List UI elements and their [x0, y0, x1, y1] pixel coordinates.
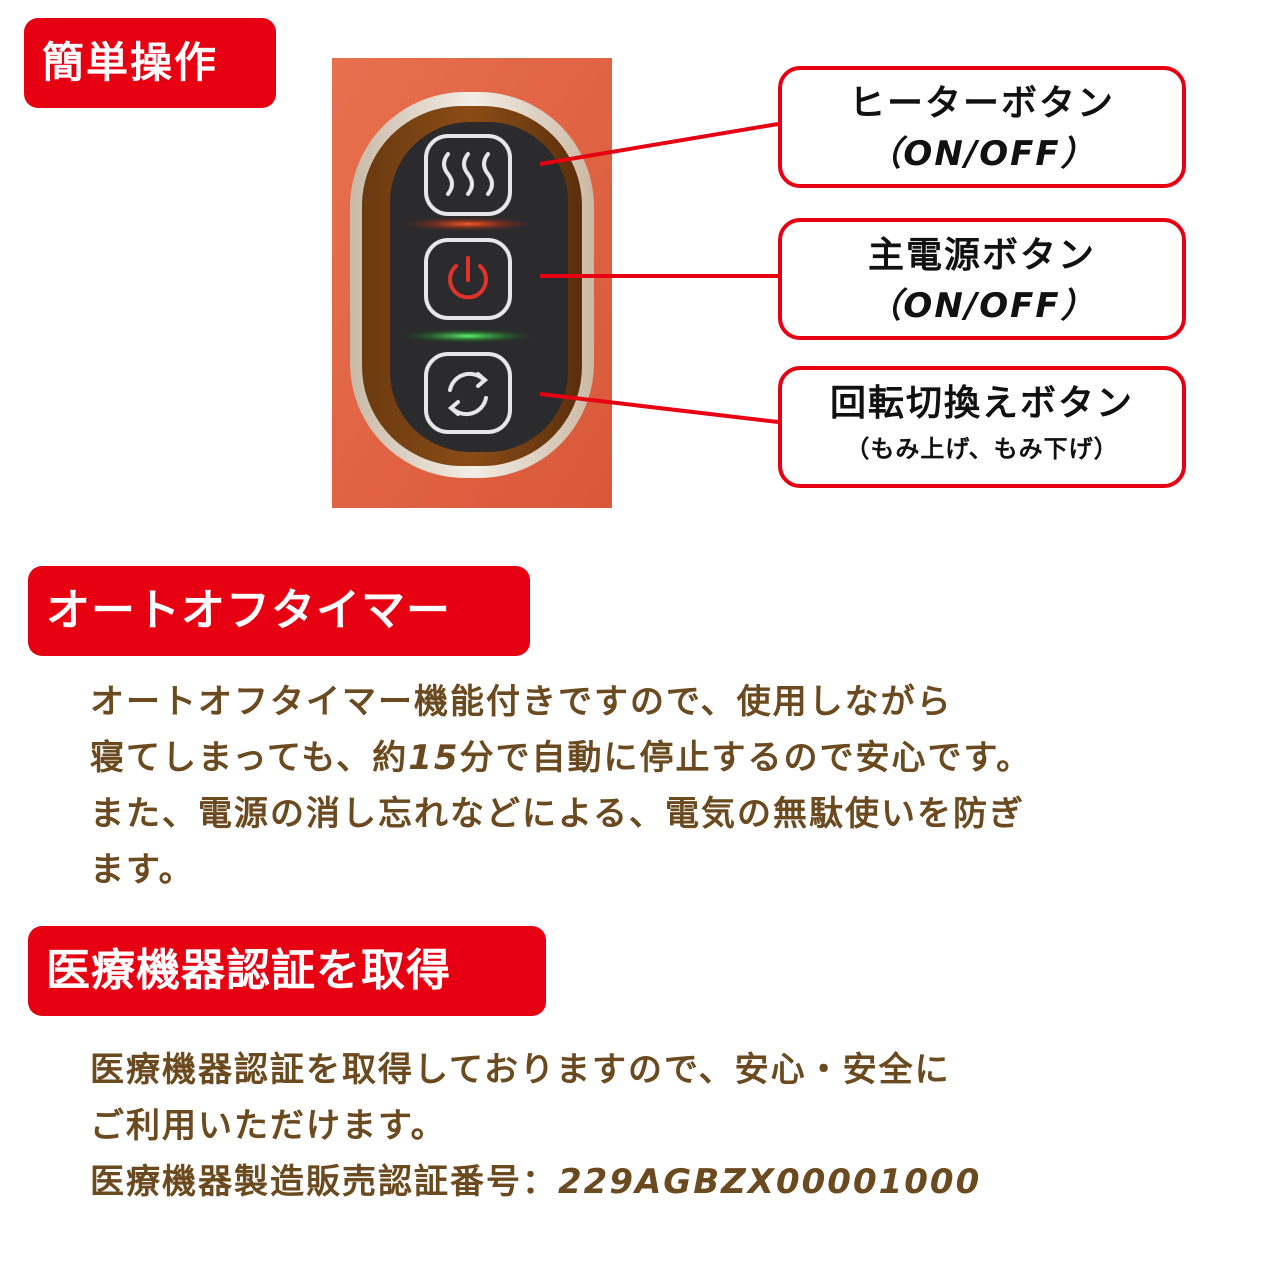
heater-button[interactable] — [424, 134, 512, 216]
callout-heater-title: ヒーターボタン — [848, 83, 1115, 124]
callout-power-title: 主電源ボタン — [867, 235, 1096, 276]
section-badge-auto-off-timer: オートオフタイマー — [28, 566, 530, 656]
auto-off-minutes: 15 — [408, 738, 460, 778]
auto-off-line-2a: 寝てしまっても、約 — [90, 738, 409, 778]
callout-rotate-sub: （もみ上げ、もみ下げ） — [845, 435, 1119, 463]
callout-heater-sub: （ON/OFF） — [867, 134, 1097, 174]
callout-rotate-title: 回転切換えボタン — [829, 383, 1134, 424]
rotation-button[interactable] — [424, 352, 512, 434]
controller-face — [390, 122, 568, 452]
power-icon — [448, 256, 488, 300]
heat-wave-icon — [442, 152, 494, 196]
callout-heater-button: ヒーターボタン （ON/OFF） — [778, 66, 1186, 188]
medical-line-1: 医療機器認証を取得しておりますので、安心・安全に — [90, 1050, 951, 1090]
power-led — [402, 329, 534, 343]
medical-line-3: 医療機器製造販売認証番号：229AGBZX00001000 — [90, 1154, 981, 1210]
auto-off-line-3: また、電源の消し忘れなどによる、電気の無駄使いを防ぎ — [90, 794, 1025, 834]
auto-off-description: オートオフタイマー機能付きですので、使用しながら 寝てしまっても、約15分で自動… — [90, 674, 1032, 898]
medical-cert-label: 医療機器製造販売認証番号： — [90, 1162, 558, 1202]
callout-rotate-button: 回転切換えボタン （もみ上げ、もみ下げ） — [778, 366, 1186, 488]
medical-description: 医療機器認証を取得しておりますので、安心・安全に ご利用いただけます。 医療機器… — [90, 1042, 981, 1210]
section-badge-simple-operation: 簡単操作 — [24, 18, 276, 108]
rotation-arrows-icon — [447, 371, 489, 417]
controller-photo — [332, 58, 612, 508]
auto-off-line-2b: 分で自動に停止するので安心です。 — [459, 738, 1033, 778]
callout-power-sub: （ON/OFF） — [867, 286, 1097, 326]
heater-led — [402, 217, 534, 231]
section-badge-medical-cert: 医療機器認証を取得 — [28, 926, 546, 1016]
auto-off-line-4: ます。 — [90, 850, 195, 890]
power-button[interactable] — [424, 238, 512, 320]
auto-off-line-2: 寝てしまっても、約15分で自動に停止するので安心です。 — [90, 730, 1032, 786]
medical-cert-number: 229AGBZX00001000 — [558, 1162, 982, 1202]
medical-line-2: ご利用いただけます。 — [90, 1106, 447, 1146]
auto-off-line-1: オートオフタイマー機能付きですので、使用しながら — [90, 682, 953, 722]
callout-power-button: 主電源ボタン （ON/OFF） — [778, 218, 1186, 340]
